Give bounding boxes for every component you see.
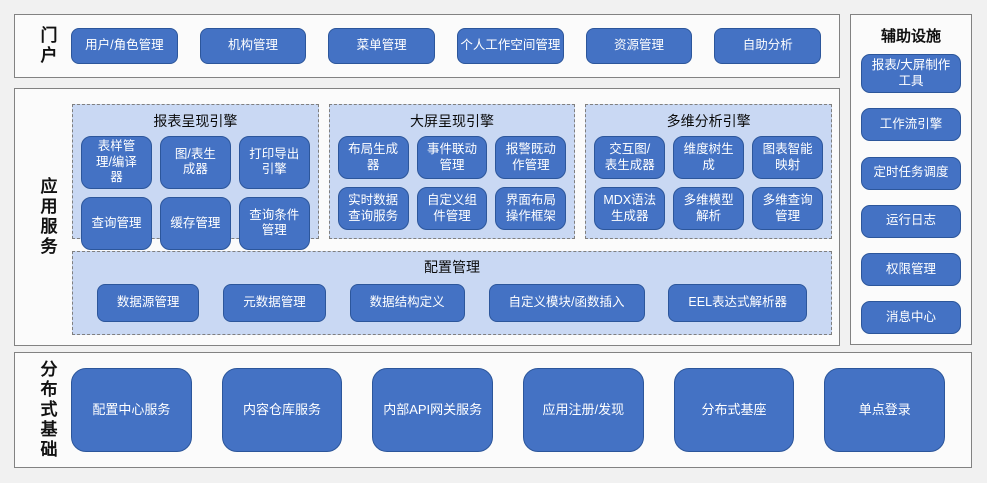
- node-realtime-data-query-service: 实时数据查询服务: [337, 187, 409, 230]
- node-run-log: 运行日志: [861, 204, 961, 238]
- node-content-repository-service: 内容仓库服务: [221, 368, 343, 452]
- node-app-registration-discovery: 应用注册/发现: [523, 368, 644, 452]
- node-print-export-engine: 打印导出引擎: [238, 136, 310, 189]
- aux-button-column: 报表/大屏制作工具 工作流引擎 定时任务调度 运行日志 权限管理 消息中心: [861, 54, 961, 334]
- node-mdx-syntax-generator: MDX语法生成器: [594, 187, 666, 230]
- node-dimension-tree-generation: 维度树生成: [673, 136, 745, 179]
- node-style-management-compiler: 表样管理/编译器: [81, 136, 152, 189]
- olap-analysis-engine-title: 多维分析引擎: [666, 113, 751, 129]
- aux-facilities-title: 辅助设施: [880, 28, 941, 45]
- distributed-base-section: 分布式基础 配置中心服务 内容仓库服务 内部API网关服务 应用注册/发现 分布…: [14, 352, 972, 468]
- node-internal-api-gateway-service: 内部API网关服务: [372, 368, 494, 452]
- report-render-engine-title: 报表呈现引擎: [153, 113, 238, 129]
- node-menu-management: 菜单管理: [328, 28, 436, 64]
- node-custom-component-management: 自定义组件管理: [416, 187, 488, 230]
- bigscreen-render-engine-box: 大屏呈现引擎 布局生成器 事件联动管理 报警既动作管理 实时数据查询服务 自定义…: [328, 104, 576, 239]
- node-data-structure-definition: 数据结构定义: [349, 284, 465, 322]
- portal-button-row: 用户/角色管理 机构管理 菜单管理 个人工作空间管理 资源管理 自助分析: [71, 28, 822, 64]
- node-distributed-pedestal: 分布式基座: [673, 368, 795, 452]
- node-query-management: 查询管理: [81, 196, 152, 250]
- node-workflow-engine: 工作流引擎: [861, 108, 961, 142]
- config-button-row: 数据源管理 元数据管理 数据结构定义 自定义模块/函数插入 EEL表达式解析器: [83, 281, 821, 325]
- node-layout-generator: 布局生成器: [337, 136, 409, 179]
- config-management-title: 配置管理: [424, 259, 480, 275]
- node-chart-table-generator: 图/表生成器: [159, 136, 231, 189]
- aux-facilities-section: 辅助设施 报表/大屏制作工具 工作流引擎 定时任务调度 运行日志 权限管理 消息…: [850, 14, 972, 345]
- node-user-role-management: 用户/角色管理: [71, 28, 178, 64]
- node-report-bigscreen-maker-tool: 报表/大屏制作工具: [861, 54, 961, 94]
- bigscreen-render-engine-title: 大屏呈现引擎: [410, 113, 494, 129]
- node-event-linkage-management: 事件联动管理: [416, 136, 488, 179]
- report-render-engine-grid: 表样管理/编译器 图/表生成器 打印导出引擎 查询管理 缓存管理 查询条件管理: [81, 136, 310, 250]
- node-olap-query-management: 多维查询管理: [752, 187, 824, 230]
- node-self-service-analysis: 自助分析: [714, 28, 822, 64]
- report-render-engine-box: 报表呈现引擎 表样管理/编译器 图/表生成器 打印导出引擎 查询管理 缓存管理 …: [72, 104, 319, 250]
- app-services-section-label: 应用服务: [40, 176, 58, 257]
- node-org-management: 机构管理: [199, 28, 307, 64]
- olap-analysis-engine-box: 多维分析引擎 交互图/表生成器 维度树生成 图表智能映射 MDX语法生成器 多维…: [585, 104, 833, 239]
- app-services-section: 应用服务 报表呈现引擎 表样管理/编译器 图/表生成器 打印导出引擎 查询管理 …: [14, 88, 840, 346]
- distributed-base-section-label: 分布式基础: [40, 359, 58, 460]
- node-cache-management: 缓存管理: [159, 196, 231, 250]
- node-permission-management: 权限管理: [861, 252, 961, 286]
- node-single-sign-on: 单点登录: [824, 368, 946, 452]
- engines-row: 报表呈现引擎 表样管理/编译器 图/表生成器 打印导出引擎 查询管理 缓存管理 …: [72, 104, 833, 250]
- node-alarm-action-management: 报警既动作管理: [495, 136, 567, 179]
- node-personal-workspace-management: 个人工作空间管理: [457, 28, 564, 64]
- node-chart-smart-mapping: 图表智能映射: [752, 136, 824, 179]
- bigscreen-render-engine-grid: 布局生成器 事件联动管理 报警既动作管理 实时数据查询服务 自定义组件管理 界面…: [337, 136, 567, 230]
- node-message-center: 消息中心: [861, 300, 961, 334]
- node-eel-expression-parser: EEL表达式解析器: [668, 284, 808, 322]
- node-resource-management: 资源管理: [585, 28, 693, 64]
- portal-section: 门户 用户/角色管理 机构管理 菜单管理 个人工作空间管理 资源管理 自助分析: [14, 14, 840, 78]
- config-management-box: 配置管理 数据源管理 元数据管理 数据结构定义 自定义模块/函数插入 EEL表达…: [72, 251, 832, 335]
- olap-analysis-engine-grid: 交互图/表生成器 维度树生成 图表智能映射 MDX语法生成器 多维模型解析 多维…: [594, 136, 824, 230]
- node-query-condition-management: 查询条件管理: [238, 196, 310, 250]
- node-scheduled-task-dispatch: 定时任务调度: [861, 156, 961, 190]
- node-metadata-management: 元数据管理: [223, 284, 326, 322]
- node-interactive-chart-generator: 交互图/表生成器: [594, 136, 666, 179]
- node-config-center-service: 配置中心服务: [71, 368, 192, 452]
- node-custom-module-function-insert: 自定义模块/函数插入: [488, 284, 645, 322]
- node-datasource-management: 数据源管理: [96, 284, 200, 322]
- node-olap-model-parsing: 多维模型解析: [673, 187, 745, 230]
- base-button-row: 配置中心服务 内容仓库服务 内部API网关服务 应用注册/发现 分布式基座 单点…: [71, 368, 946, 452]
- portal-section-label: 门户: [40, 25, 58, 65]
- node-ui-layout-operation-framework: 界面布局操作框架: [495, 187, 567, 230]
